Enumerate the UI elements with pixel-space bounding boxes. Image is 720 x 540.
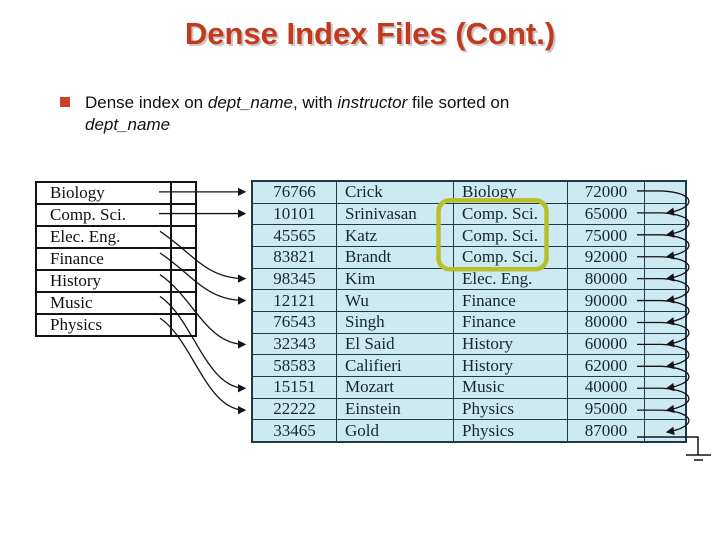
salary-cell: 40000 [568,376,645,398]
name-cell: Mozart [337,376,454,398]
index-key-cell: Finance [36,248,171,270]
index-key-cell: Comp. Sci. [36,204,171,226]
index-row: Biology [36,182,196,204]
name-cell: Brandt [337,246,454,268]
name-cell: Califieri [337,355,454,377]
id-cell: 33465 [252,420,337,442]
id-cell: 32343 [252,333,337,355]
name-cell: Einstein [337,398,454,420]
dept-cell: Comp. Sci. [454,246,568,268]
dept-cell: Finance [454,311,568,333]
dept-cell: Music [454,376,568,398]
salary-cell: 80000 [568,311,645,333]
name-cell: El Said [337,333,454,355]
id-cell: 22222 [252,398,337,420]
id-cell: 76543 [252,311,337,333]
table-row: 22222EinsteinPhysics95000 [252,398,686,420]
index-row: Physics [36,314,196,336]
record-pointer-cell [645,181,687,203]
index-key-cell: History [36,270,171,292]
index-key-cell: Biology [36,182,171,204]
salary-cell: 87000 [568,420,645,442]
index-key-cell: Physics [36,314,171,336]
record-pointer-cell [645,290,687,312]
record-pointer-cell [645,268,687,290]
name-cell: Wu [337,290,454,312]
table-row: 98345KimElec. Eng.80000 [252,268,686,290]
salary-cell: 95000 [568,398,645,420]
name-cell: Gold [337,420,454,442]
salary-cell: 92000 [568,246,645,268]
dept-cell: Physics [454,420,568,442]
index-row: Comp. Sci. [36,204,196,226]
name-cell: Singh [337,311,454,333]
dept-cell: Comp. Sci. [454,225,568,247]
salary-cell: 90000 [568,290,645,312]
index-pointer-cell [171,314,196,336]
index-row: Music [36,292,196,314]
name-cell: Srinivasan [337,203,454,225]
salary-cell: 80000 [568,268,645,290]
table-row: 12121WuFinance90000 [252,290,686,312]
record-pointer-cell [645,225,687,247]
record-pointer-cell [645,333,687,355]
id-cell: 12121 [252,290,337,312]
dept-cell: History [454,355,568,377]
record-pointer-cell [645,355,687,377]
record-pointer-cell [645,203,687,225]
id-cell: 10101 [252,203,337,225]
salary-cell: 60000 [568,333,645,355]
id-cell: 83821 [252,246,337,268]
table-row: 76766CrickBiology72000 [252,181,686,203]
index-pointer-cell [171,270,196,292]
index-pointer-cell [171,248,196,270]
table-row: 83821BrandtComp. Sci.92000 [252,246,686,268]
record-pointer-cell [645,398,687,420]
record-pointer-cell [645,376,687,398]
name-cell: Kim [337,268,454,290]
index-pointer-cell [171,226,196,248]
salary-cell: 72000 [568,181,645,203]
table-row: 76543SinghFinance80000 [252,311,686,333]
dept-cell: Finance [454,290,568,312]
id-cell: 76766 [252,181,337,203]
name-cell: Katz [337,225,454,247]
instructor-table: 76766CrickBiology7200010101SrinivasanCom… [251,180,687,443]
record-pointer-cell [645,420,687,442]
table-row: 45565KatzComp. Sci.75000 [252,225,686,247]
index-key-cell: Music [36,292,171,314]
salary-cell: 62000 [568,355,645,377]
index-row: Finance [36,248,196,270]
record-pointer-cell [645,246,687,268]
name-cell: Crick [337,181,454,203]
table-row: 15151MozartMusic40000 [252,376,686,398]
index-row: History [36,270,196,292]
table-row: 33465GoldPhysics87000 [252,420,686,442]
table-row: 10101SrinivasanComp. Sci.65000 [252,203,686,225]
salary-cell: 65000 [568,203,645,225]
id-cell: 45565 [252,225,337,247]
index-key-cell: Elec. Eng. [36,226,171,248]
table-row: 58583CalifieriHistory62000 [252,355,686,377]
id-cell: 98345 [252,268,337,290]
index-pointer-cell [171,204,196,226]
id-cell: 58583 [252,355,337,377]
index-table: BiologyComp. Sci.Elec. Eng.FinanceHistor… [35,181,197,337]
salary-cell: 75000 [568,225,645,247]
dept-cell: Comp. Sci. [454,203,568,225]
id-cell: 15151 [252,376,337,398]
index-pointer-cell [171,292,196,314]
dept-cell: Physics [454,398,568,420]
dept-cell: Biology [454,181,568,203]
table-row: 32343El SaidHistory60000 [252,333,686,355]
dept-cell: Elec. Eng. [454,268,568,290]
index-row: Elec. Eng. [36,226,196,248]
dept-cell: History [454,333,568,355]
index-pointer-cell [171,182,196,204]
record-pointer-cell [645,311,687,333]
